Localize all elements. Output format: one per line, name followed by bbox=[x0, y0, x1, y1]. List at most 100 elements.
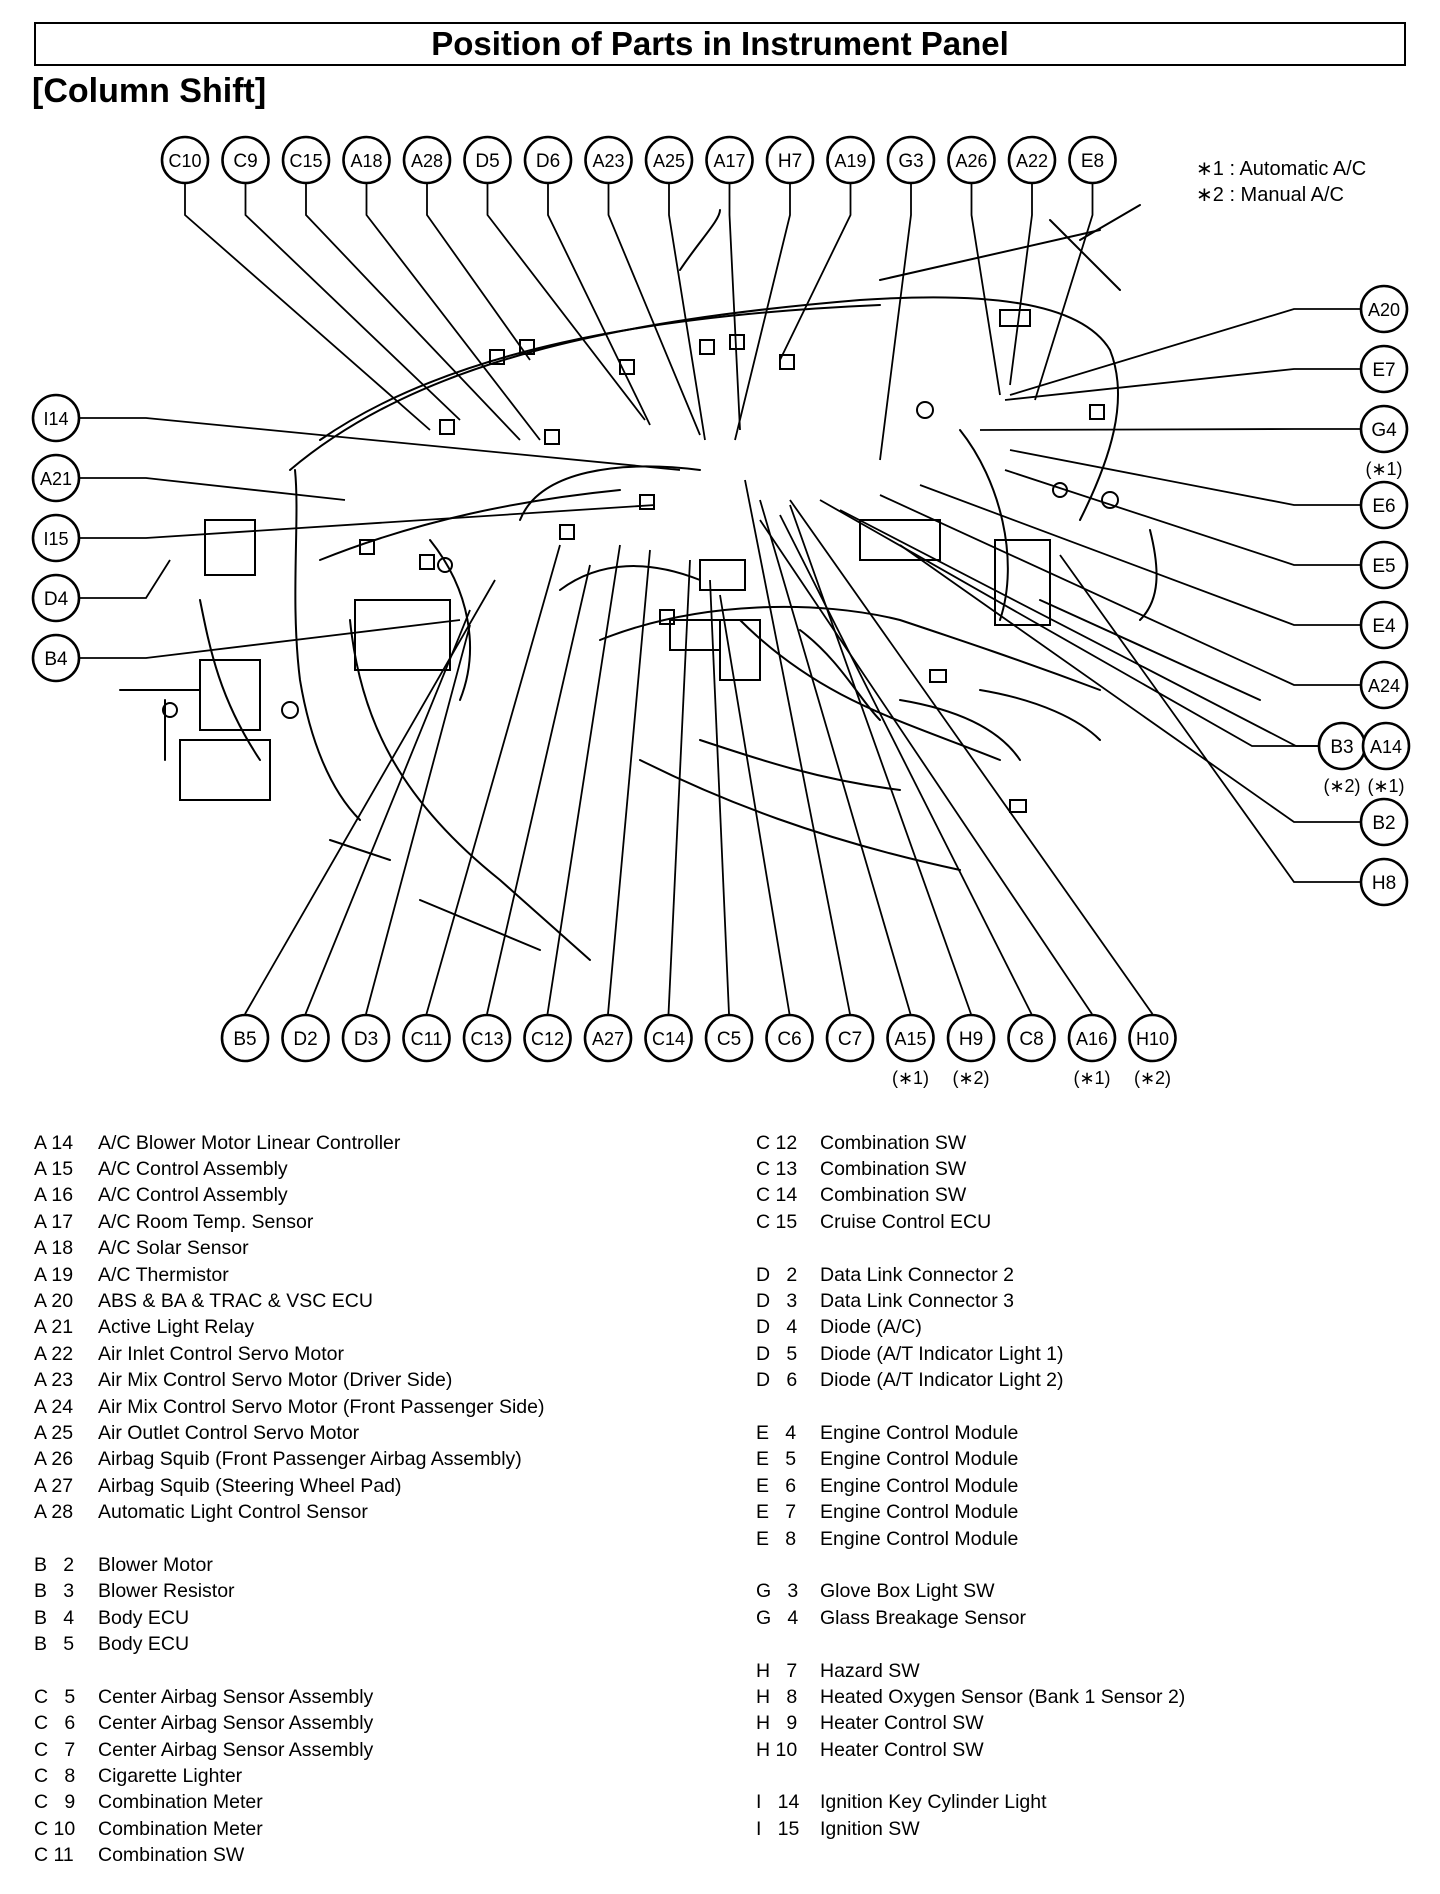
legend-part-name: Engine Control Module bbox=[820, 1501, 1019, 1524]
callout-circle bbox=[523, 135, 573, 185]
legend-code: H 9 bbox=[756, 1712, 798, 1735]
legend-part-name: Combination SW bbox=[98, 1844, 245, 1867]
legend-code: A 15 bbox=[34, 1158, 74, 1181]
callout-circle bbox=[31, 513, 81, 563]
callout-note: (∗2) bbox=[952, 1068, 989, 1088]
legend-gap bbox=[34, 1526, 544, 1552]
callout-label: G3 bbox=[898, 151, 923, 172]
legend-code: A 26 bbox=[34, 1448, 74, 1471]
leader-line-c6 bbox=[719, 594, 791, 1015]
leader-line-c10 bbox=[184, 184, 431, 431]
callout-c15: C15 bbox=[281, 135, 331, 185]
legend-code: A 24 bbox=[34, 1395, 74, 1418]
legend-part-name: Air Outlet Control Servo Motor bbox=[98, 1421, 360, 1444]
leader-line-e6 bbox=[1009, 449, 1360, 506]
callout-c5: C5 bbox=[704, 1013, 754, 1063]
footnotes: ∗1 : Automatic A/C ∗2 : Manual A/C bbox=[1196, 156, 1366, 208]
callout-label: A23 bbox=[592, 151, 624, 171]
callout-label: B2 bbox=[1372, 813, 1395, 834]
callout-label: G4 bbox=[1371, 420, 1397, 441]
callout-circle bbox=[1359, 344, 1409, 394]
callout-a14: A14 bbox=[1361, 721, 1411, 771]
callout-label: A27 bbox=[592, 1029, 624, 1049]
callout-label: A18 bbox=[350, 151, 382, 171]
legend-part-name: Center Airbag Sensor Assembly bbox=[98, 1712, 374, 1735]
callout-circle bbox=[1128, 1013, 1177, 1063]
callout-circle bbox=[825, 1013, 875, 1063]
legend-part-name: Data Link Connector 3 bbox=[820, 1290, 1015, 1313]
legend-code: A 19 bbox=[34, 1263, 74, 1286]
legend-part-name: Center Airbag Sensor Assembly bbox=[98, 1738, 374, 1761]
legend-part-name: Diode (A/T Indicator Light 2) bbox=[820, 1369, 1064, 1392]
page-title: Position of Parts in Instrument Panel bbox=[34, 22, 1406, 66]
legend-code: C 11 bbox=[34, 1844, 74, 1867]
legend-part-name: Hazard SW bbox=[820, 1659, 920, 1682]
callout-circle bbox=[402, 135, 452, 185]
callout-note: (∗1) bbox=[1367, 776, 1404, 796]
legend-code: G 4 bbox=[756, 1606, 799, 1629]
leader-line-c9 bbox=[244, 184, 461, 421]
callout-e6: E6 bbox=[1359, 480, 1409, 530]
legend-part-name: A/C Blower Motor Linear Controller bbox=[98, 1131, 401, 1154]
leader-line-h10 bbox=[789, 499, 1154, 1015]
callout-label: E4 bbox=[1372, 616, 1396, 637]
legend-code: C 9 bbox=[34, 1791, 76, 1814]
callout-label: A28 bbox=[411, 151, 443, 171]
leader-line-h7 bbox=[734, 184, 791, 441]
legend-code: B 4 bbox=[34, 1606, 75, 1629]
callout-circle bbox=[947, 135, 996, 185]
callout-c14: C14 bbox=[644, 1013, 693, 1063]
callout-circle bbox=[644, 1013, 693, 1063]
legend-part-name: Cruise Control ECU bbox=[820, 1210, 992, 1233]
callout-a26: A26 bbox=[947, 135, 996, 185]
callout-b3: B3 bbox=[1317, 721, 1367, 771]
legend-code: A 28 bbox=[34, 1501, 74, 1524]
legend-code: A 21 bbox=[34, 1316, 74, 1339]
callout-label: A15 bbox=[894, 1029, 926, 1049]
callout-h10: H10 bbox=[1128, 1013, 1177, 1063]
callout-g4: G4 bbox=[1359, 404, 1409, 454]
leader-line-h8 bbox=[1059, 554, 1360, 883]
leader-line-c12 bbox=[546, 544, 621, 1015]
callout-circle bbox=[1359, 480, 1409, 530]
legend-gap bbox=[756, 1763, 1185, 1789]
callout-circle bbox=[31, 573, 81, 623]
leader-line-c7 bbox=[744, 479, 851, 1015]
leader-line-d6 bbox=[547, 184, 651, 426]
legend-code: C 12 bbox=[756, 1131, 798, 1154]
leader-line-a26 bbox=[970, 184, 1001, 396]
callout-label: A24 bbox=[1368, 676, 1400, 696]
legend-part-name: Diode (A/T Indicator Light 1) bbox=[820, 1342, 1064, 1365]
legend-part-name: Heater Control SW bbox=[820, 1712, 984, 1735]
callout-circle bbox=[160, 135, 210, 185]
callout-i14: I14 bbox=[31, 393, 81, 443]
legend-row: C 11 Combination SW bbox=[34, 1843, 544, 1869]
callout-note: (∗2) bbox=[1323, 776, 1360, 796]
legend-code: C 8 bbox=[34, 1765, 76, 1788]
legend-code: A 18 bbox=[34, 1237, 74, 1260]
legend-code: A 17 bbox=[34, 1210, 74, 1233]
legend-code: E 7 bbox=[756, 1501, 797, 1524]
callout-c10: C10 bbox=[160, 135, 210, 185]
legend-part-name: Center Airbag Sensor Assembly bbox=[98, 1685, 374, 1708]
leader-line-a27 bbox=[607, 549, 651, 1015]
callout-label: D4 bbox=[44, 589, 69, 610]
legend-part-name: Air Inlet Control Servo Motor bbox=[98, 1342, 345, 1365]
callout-circle bbox=[886, 1013, 935, 1063]
callout-label: A20 bbox=[1368, 300, 1400, 320]
legend-code: A 22 bbox=[34, 1342, 74, 1365]
legend-code: E 4 bbox=[756, 1421, 797, 1444]
callout-d6: D6 bbox=[523, 135, 573, 185]
